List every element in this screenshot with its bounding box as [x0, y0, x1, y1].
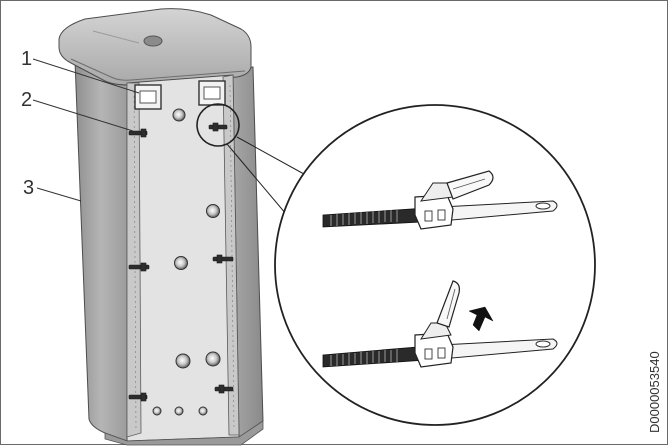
side-panel — [74, 60, 128, 442]
release-arrow-icon — [468, 306, 494, 332]
cable-tie-closed — [322, 170, 558, 230]
top-opening — [143, 35, 163, 47]
callout-2: 2 — [21, 89, 134, 132]
callout-3-label: 3 — [23, 177, 34, 199]
callout-1: 1 — [21, 48, 140, 94]
control-box-right — [198, 80, 226, 106]
top-cover — [58, 8, 252, 86]
control-box-left — [134, 84, 162, 110]
pipe-connections — [152, 108, 221, 416]
callout-1-label: 1 — [21, 48, 32, 70]
document-code: D0000053540 — [647, 351, 662, 433]
cable-tie-released — [322, 280, 558, 368]
detail-circle — [274, 104, 596, 426]
callout-2-label: 2 — [21, 89, 32, 111]
heat-pump-appliance — [58, 8, 264, 446]
cable-ties — [128, 122, 234, 402]
callout-3: 3 — [23, 177, 82, 202]
base — [104, 420, 264, 446]
